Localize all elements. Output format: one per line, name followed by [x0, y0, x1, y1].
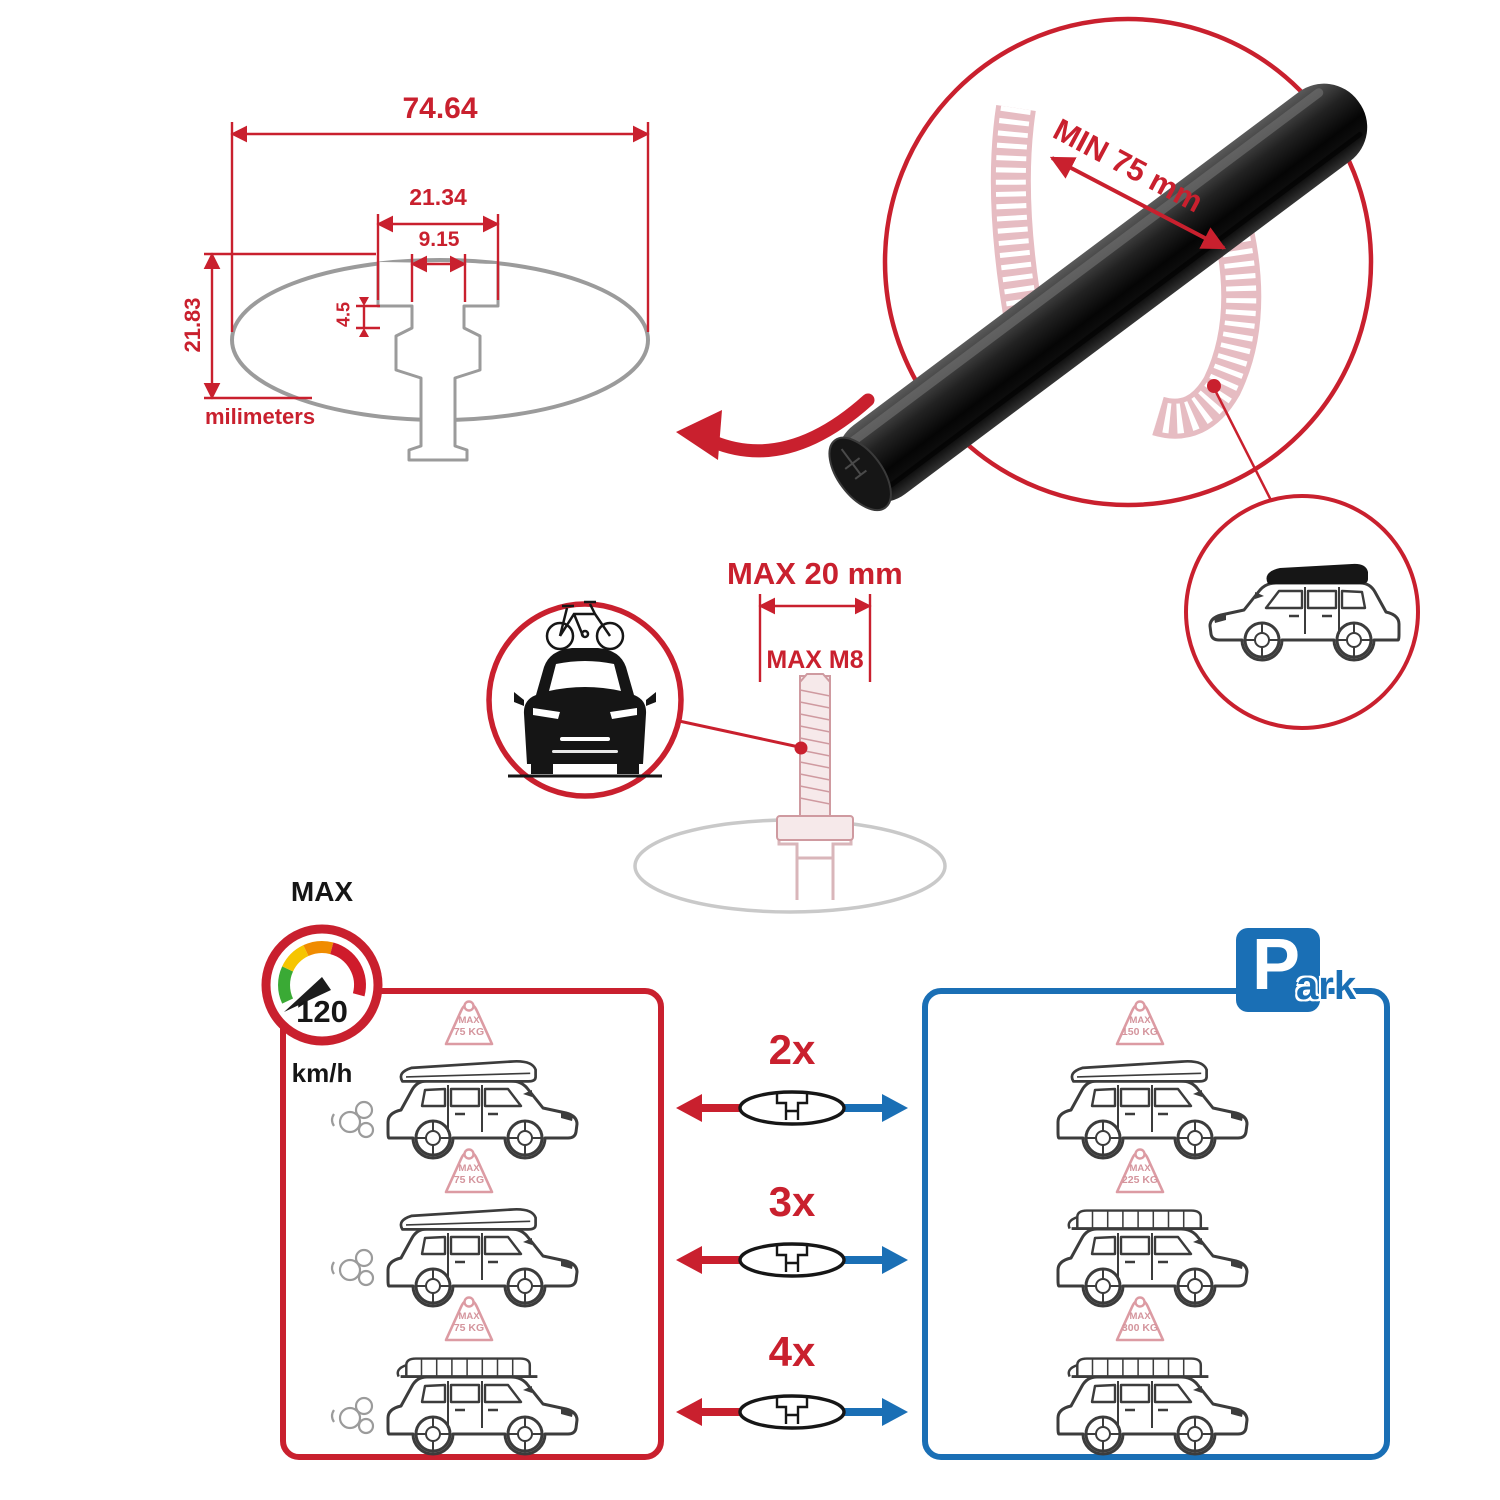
min-span-arrow [1049, 156, 1227, 250]
crossbar-closeup-bubble [828, 16, 1374, 519]
faded-slot [777, 822, 853, 900]
bolt-dimension-diagram [633, 594, 947, 914]
multiplier-row-2 [676, 1242, 908, 1278]
t-bolt [776, 673, 854, 841]
bolt-pivot-dot [794, 741, 808, 755]
bike-on-car-bubble [486, 600, 684, 799]
multiplier-row-3 [676, 1394, 908, 1430]
t-slot-profile [376, 262, 500, 462]
parking-zone-box [922, 988, 1390, 1460]
bubble-connector-line [1214, 391, 1282, 519]
suv-roofbox-bubble [1184, 494, 1420, 730]
black-roof-box [1266, 563, 1368, 584]
bar-cross-section-drawing [203, 122, 650, 462]
car-front-view [508, 648, 662, 778]
bicycle-icon [545, 600, 625, 651]
multiplier-row-1 [676, 1090, 908, 1126]
pointer-arrow [676, 393, 875, 460]
speedometer-needle [284, 977, 331, 1012]
clamp-pivot-dot [1207, 379, 1221, 393]
clamp-straps [990, 104, 1262, 439]
speedometer-icon [261, 924, 383, 1046]
bolt-connector-line [678, 719, 800, 749]
dimension-lines [203, 122, 650, 400]
